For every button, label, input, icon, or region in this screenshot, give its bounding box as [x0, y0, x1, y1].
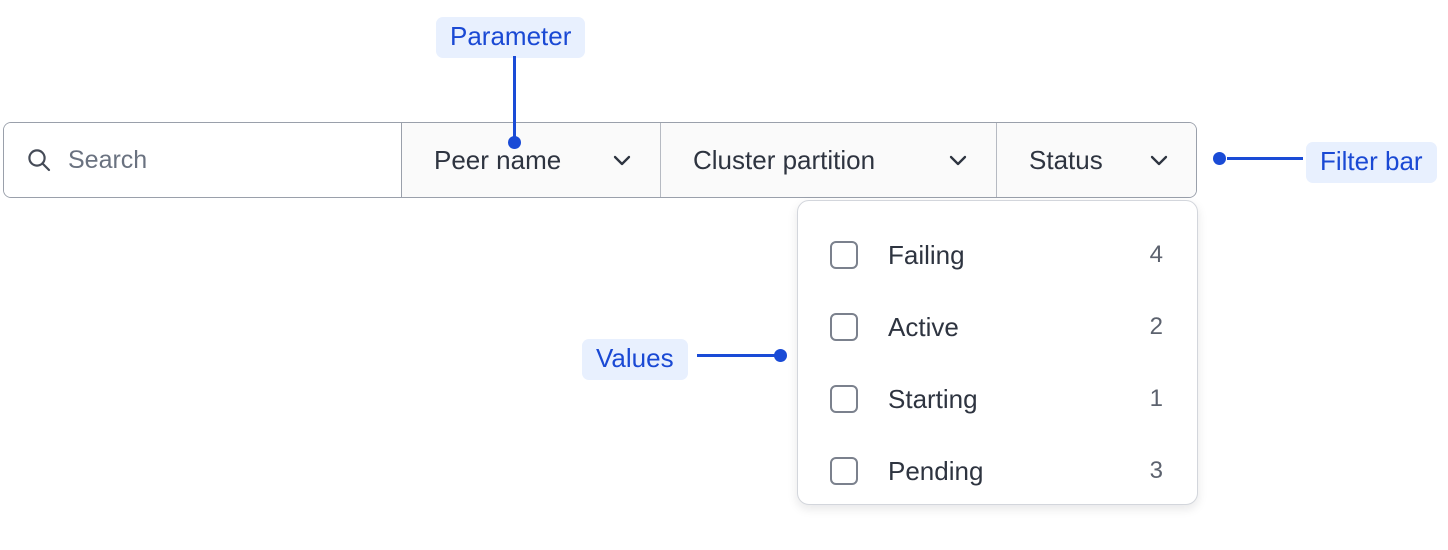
- annotation-filter-bar-connector: [1227, 157, 1303, 160]
- list-item[interactable]: Starting 1: [798, 363, 1197, 435]
- search-input[interactable]: [68, 145, 368, 175]
- list-item[interactable]: Pending 3: [798, 435, 1197, 507]
- annotation-parameter-dot: [508, 136, 521, 149]
- list-item-count: 2: [1149, 313, 1163, 340]
- filter-status-label: Status: [1029, 144, 1103, 175]
- filter-cluster-partition-label: Cluster partition: [693, 144, 876, 175]
- list-item-label: Failing: [888, 239, 965, 270]
- checkbox-active[interactable]: [830, 313, 858, 341]
- chevron-down-icon: [946, 148, 970, 172]
- chevron-down-icon: [610, 148, 634, 172]
- filter-bar: Peer name Cluster partition Status: [3, 122, 1197, 198]
- annotation-values: Values: [582, 339, 688, 381]
- annotation-parameter: Parameter: [436, 17, 586, 59]
- annotation-filter-bar: Filter bar: [1306, 142, 1437, 184]
- search-icon: [26, 147, 52, 173]
- list-item-label: Active: [888, 311, 959, 342]
- list-item-count: 4: [1149, 241, 1163, 268]
- list-item[interactable]: Failing 4: [798, 219, 1197, 291]
- annotation-filter-bar-dot: [1213, 152, 1226, 165]
- dropdown-options: Failing 4 Active 2 Starting 1 Pending 3: [797, 200, 1198, 505]
- list-item-label: Starting: [888, 383, 978, 414]
- list-item-count: 3: [1149, 457, 1163, 484]
- checkbox-failing[interactable]: [830, 241, 858, 269]
- chevron-down-icon: [1147, 148, 1171, 172]
- annotation-values-connector: [697, 354, 777, 357]
- checkbox-pending[interactable]: [830, 457, 858, 485]
- filter-cluster-partition[interactable]: Cluster partition: [661, 123, 997, 197]
- search-field[interactable]: [4, 123, 402, 197]
- filter-peer-name-label: Peer name: [434, 144, 562, 175]
- filter-peer-name[interactable]: Peer name: [402, 123, 661, 197]
- list-item[interactable]: Active 2: [798, 291, 1197, 363]
- annotation-parameter-connector: [513, 56, 516, 142]
- list-item-label: Pending: [888, 455, 984, 486]
- checkbox-starting[interactable]: [830, 385, 858, 413]
- filter-status[interactable]: Status: [997, 123, 1196, 197]
- annotation-values-dot: [774, 349, 787, 362]
- list-item-count: 1: [1149, 385, 1163, 412]
